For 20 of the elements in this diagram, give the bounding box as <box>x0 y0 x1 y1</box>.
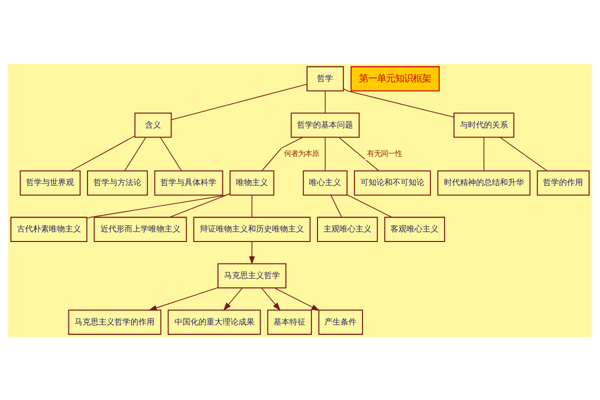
node-box: 第一单元知识框架 <box>350 66 440 91</box>
connector <box>86 192 230 218</box>
arrow <box>249 240 255 264</box>
connector <box>338 136 380 171</box>
connector <box>330 194 342 217</box>
connector <box>324 136 326 171</box>
connector <box>124 136 146 171</box>
connector <box>262 136 303 171</box>
arrow <box>223 287 243 310</box>
connector <box>346 194 392 218</box>
connector <box>324 90 326 113</box>
connector <box>70 134 136 171</box>
connector <box>343 88 454 118</box>
arrow <box>261 287 281 310</box>
arrow <box>274 287 320 310</box>
arrow <box>148 286 218 310</box>
connector <box>500 136 548 171</box>
connector <box>170 83 308 120</box>
connector <box>160 136 182 171</box>
connector <box>169 192 230 218</box>
